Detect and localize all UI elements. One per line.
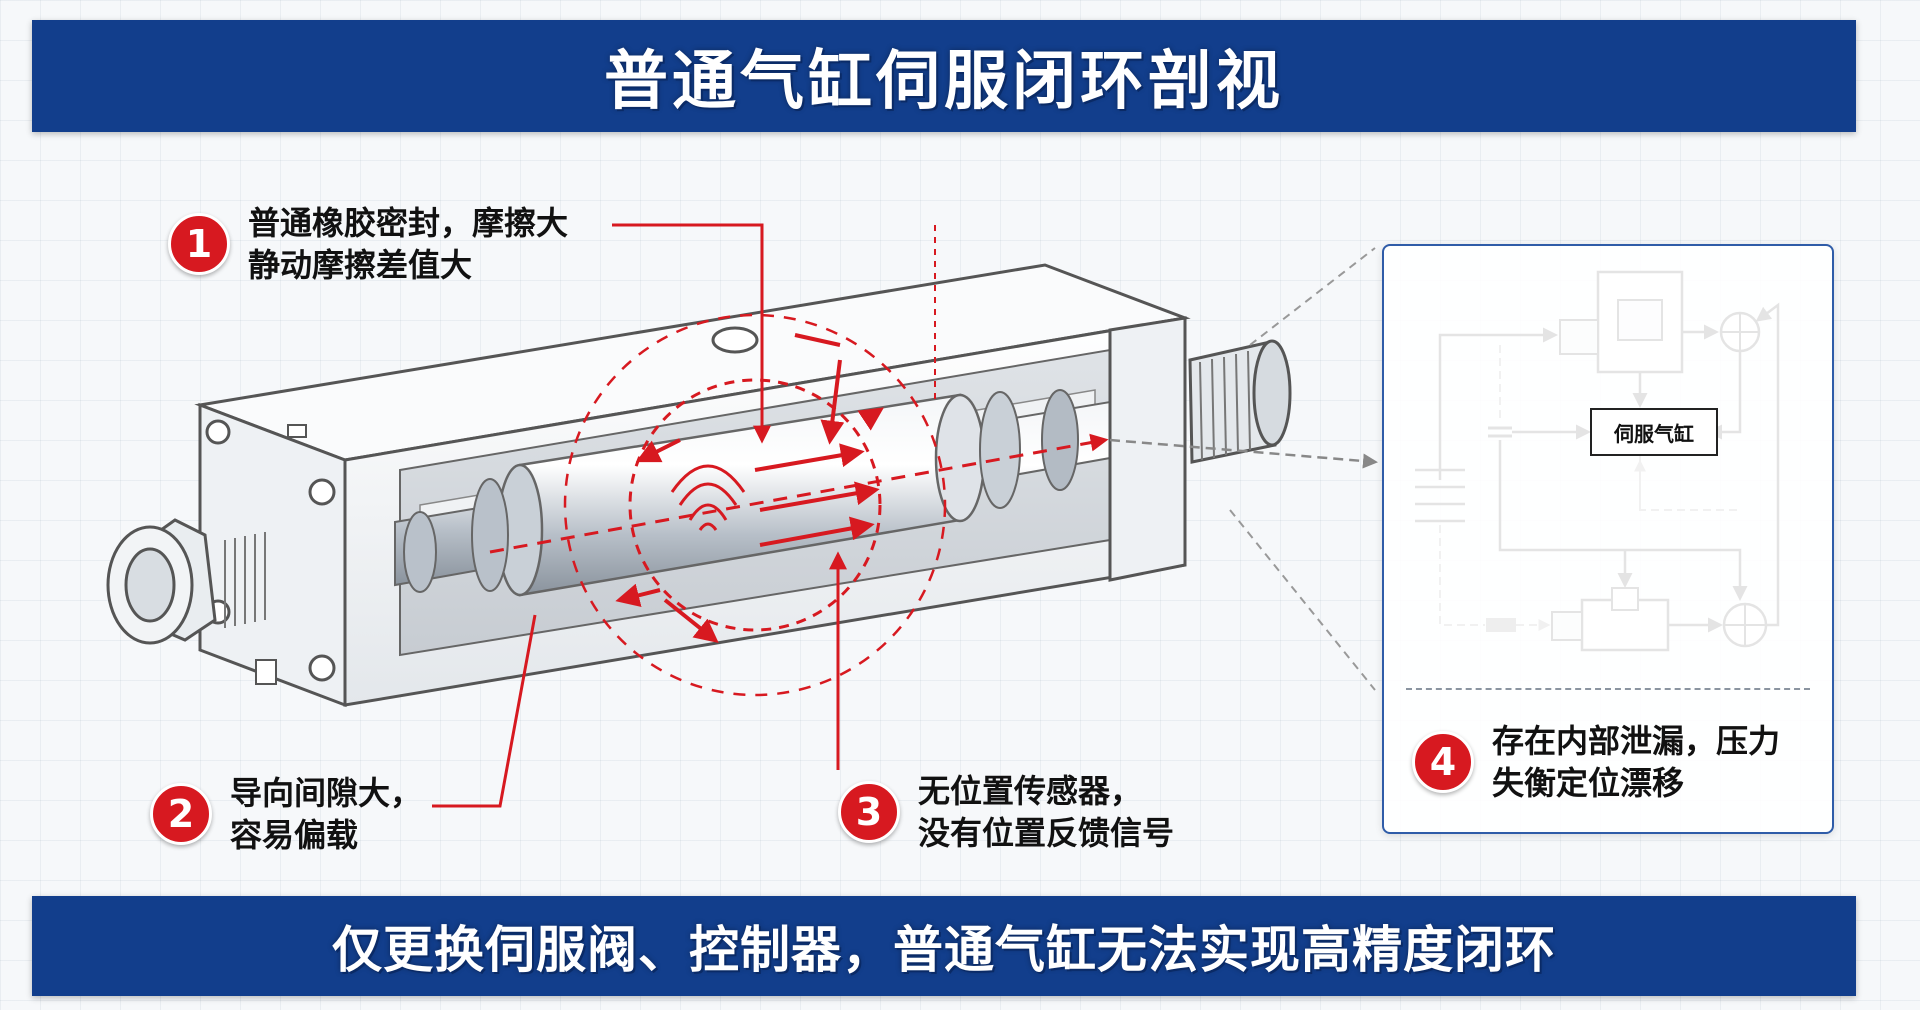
callout-3: 3 无位置传感器， 没有位置反馈信号 — [838, 770, 1174, 854]
callout-1-line-2: 静动摩擦差值大 — [248, 246, 473, 284]
footer-banner: 仅更换伺服阀、控制器，普通气缸无法实现高精度闭环 — [32, 896, 1856, 996]
callout-2-line-1: 导向间隙大， — [230, 774, 423, 812]
servo-cylinder-box: 伺服气缸 — [1590, 408, 1718, 456]
red-annotation-overlay — [432, 223, 1378, 808]
title-banner: 普通气缸伺服闭环剖视 — [32, 20, 1856, 132]
callout-badge-4: 4 — [1412, 731, 1474, 793]
callout-badge-3: 3 — [838, 781, 900, 843]
callout-1: 1 普通橡胶密封，摩擦大 静动摩擦差值大 — [168, 202, 568, 286]
callout-text-3: 无位置传感器， 没有位置反馈信号 — [918, 770, 1174, 854]
callout-badge-2: 2 — [150, 783, 212, 845]
panel-divider — [1406, 688, 1810, 690]
callout-1-line-1: 普通橡胶密封，摩擦大 — [248, 204, 569, 242]
callout-text-1: 普通橡胶密封，摩擦大 静动摩擦差值大 — [248, 202, 568, 286]
callout-4-line-2: 失衡定位漂移 — [1492, 764, 1685, 802]
friction-swirl-icon — [670, 464, 746, 531]
callout-4: 4 存在内部泄漏，压力 失衡定位漂移 — [1412, 720, 1780, 804]
callout-3-line-2: 没有位置反馈信号 — [918, 814, 1175, 852]
callout-text-4: 存在内部泄漏，压力 失衡定位漂移 — [1492, 720, 1780, 804]
cylinder-illustration — [106, 263, 1292, 708]
page-title: 普通气缸伺服闭环剖视 — [604, 45, 1284, 119]
callout-3-line-1: 无位置传感器， — [918, 772, 1143, 810]
footer-statement: 仅更换伺服阀、控制器，普通气缸无法实现高精度闭环 — [332, 921, 1556, 979]
callout-2: 2 导向间隙大， 容易偏载 — [150, 772, 422, 856]
callout-badge-1: 1 — [168, 213, 230, 275]
callout-2-line-2: 容易偏载 — [230, 816, 359, 854]
callout-text-2: 导向间隙大， 容易偏载 — [230, 772, 422, 856]
callout-4-line-1: 存在内部泄漏，压力 — [1492, 722, 1781, 760]
